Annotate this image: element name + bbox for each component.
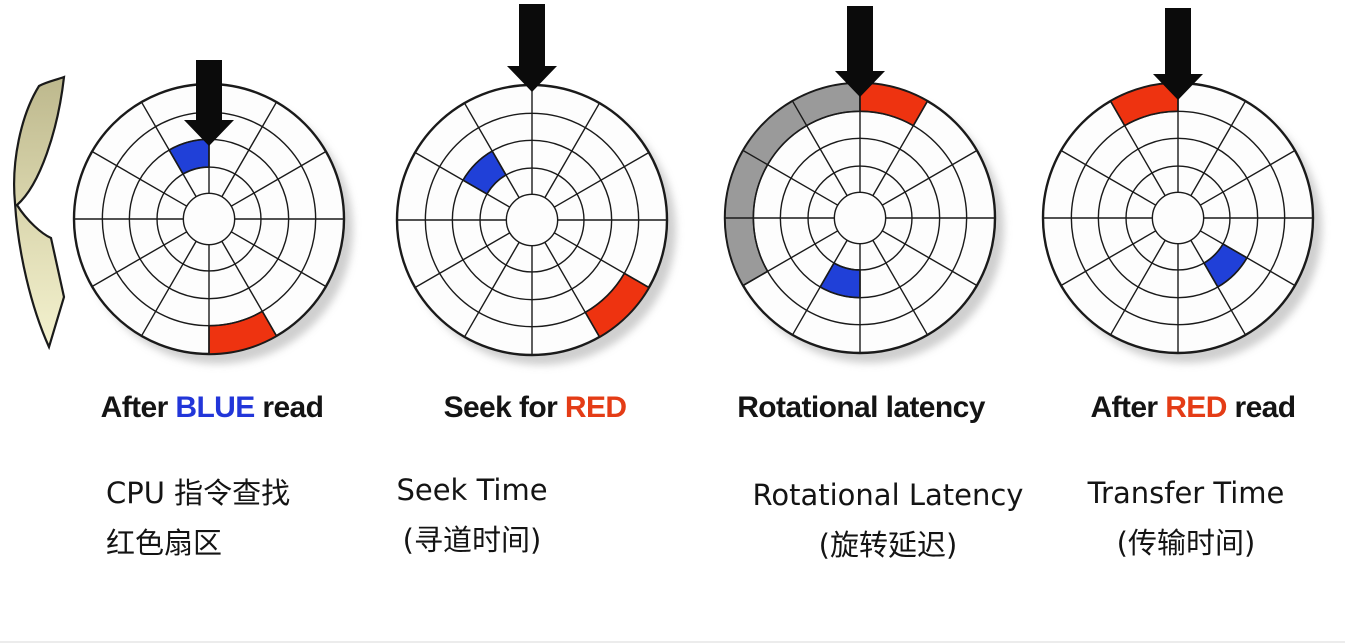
sector-spoke: [553, 232, 650, 289]
caption-disk-2-seek-for-red: Seek Time (寻道时间): [396, 465, 547, 565]
sector-spoke: [221, 101, 278, 198]
heading-part: BLUE: [175, 391, 255, 424]
sector-spoke: [544, 102, 601, 199]
caption-disk-3-rotational-latency: Rotational Latency (旋转延迟): [753, 470, 1024, 570]
heading-part: Seek for: [443, 391, 565, 424]
sector-spoke: [1199, 230, 1296, 287]
sector-spoke: [742, 149, 839, 206]
heading-part: read: [254, 391, 324, 424]
disk-3-rotational-latency: [723, 6, 1004, 363]
heading-part: RED: [1165, 391, 1227, 424]
sector-spoke: [230, 231, 327, 288]
sector-spoke: [230, 150, 327, 207]
sector-spoke: [544, 241, 601, 338]
sector-spoke: [414, 151, 511, 208]
caption-disk-1-after-blue-read: CPU 指令查找红色扇区: [106, 468, 290, 568]
heading-part: Rotational latency: [737, 391, 985, 424]
sector-spoke: [1060, 149, 1157, 206]
sector-spoke: [791, 239, 848, 336]
read-head-arrow-icon: [184, 60, 234, 146]
sector-spoke: [91, 150, 188, 207]
disk-2-seek-for-red: [395, 4, 676, 365]
read-head-arrow-icon: [835, 6, 885, 97]
sector-spoke: [881, 149, 978, 206]
sector-spoke: [872, 239, 929, 336]
sector-spoke: [881, 230, 978, 287]
heading-disk-1-after-blue-read: After BLUE read: [101, 390, 324, 426]
sector-spoke: [221, 240, 278, 337]
heading-disk-2-seek-for-red: Seek for RED: [444, 390, 627, 426]
caption-line: (旋转延迟): [818, 528, 958, 562]
caption-line: (传输时间): [1116, 526, 1256, 560]
disk-1-after-blue-read: [72, 60, 353, 364]
read-head-arrow-icon: [507, 4, 557, 92]
heading-disk-3-rotational-latency: Rotational latency: [737, 390, 985, 426]
sector-spoke: [1199, 149, 1296, 206]
heading-part: read: [1226, 391, 1297, 424]
caption-line: Transfer Time: [1087, 476, 1285, 510]
heading-disk-4-after-red-read: After RED read: [1090, 390, 1297, 426]
sector-spoke: [1190, 100, 1247, 197]
caption-line: 红色扇区: [106, 526, 223, 560]
sector-spoke: [1109, 100, 1166, 197]
caption-line: Rotational Latency: [752, 478, 1024, 512]
caption-line: Seek Time: [396, 473, 548, 507]
sector-spoke: [414, 232, 511, 289]
sector-spoke: [872, 100, 929, 197]
sector-spoke: [742, 230, 839, 287]
disk-4-after-red-read: [1041, 8, 1322, 363]
caption-line: (寻道时间): [402, 523, 542, 557]
sector-spoke: [140, 101, 197, 198]
counterclockwise-rotation-arrow: [13, 75, 66, 351]
caption-disk-4-after-red-read: Transfer Time (传输时间): [1088, 468, 1285, 568]
sector-spoke: [91, 231, 188, 288]
read-head-arrow-icon: [1153, 8, 1203, 100]
caption-line: CPU 指令查找: [106, 476, 291, 510]
heading-part: After: [100, 391, 176, 424]
heading-part: After: [1090, 391, 1166, 424]
sector-spoke: [553, 151, 650, 208]
heading-part: RED: [564, 391, 627, 424]
bottom-edge-line: [0, 641, 1345, 643]
sector-spoke: [791, 100, 848, 197]
sector-spoke: [1109, 239, 1166, 336]
sector-spoke: [463, 102, 520, 199]
sector-spoke: [1190, 239, 1247, 336]
sector-spoke: [1060, 230, 1157, 287]
sector-spoke: [463, 241, 520, 338]
sector-spoke: [140, 240, 197, 337]
